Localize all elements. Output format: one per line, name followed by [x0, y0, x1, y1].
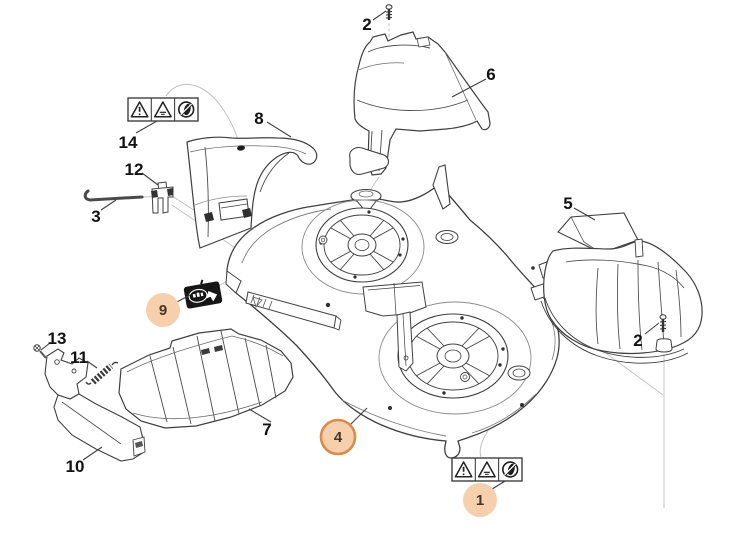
callout-4-hotspot[interactable]: 4 [319, 407, 368, 456]
callout-number: 7 [262, 420, 271, 439]
callout-leader-line [100, 199, 117, 211]
part-rod[interactable] [83, 189, 144, 202]
callout-number: 9 [159, 302, 167, 319]
callout-leader-line [573, 207, 596, 221]
safety-pictogram-label-14 [127, 97, 199, 122]
part-screw-right[interactable] [659, 314, 667, 332]
callout-5: 5 [563, 194, 596, 221]
callout-number: 12 [125, 160, 144, 179]
callout-leader-line [40, 342, 51, 351]
callout-number: 4 [334, 429, 343, 446]
callout-leader-line [372, 10, 387, 21]
callout-2-top: 2 [362, 10, 387, 34]
safety-pictogram-label-1 [451, 457, 523, 482]
callout-leader-line [451, 78, 487, 98]
callout-number: 3 [91, 207, 100, 226]
part-deck-housing[interactable] [225, 164, 560, 459]
callout-number: 2 [633, 331, 642, 350]
callout-number: 2 [362, 15, 371, 34]
callout-leader-line [248, 408, 272, 423]
callout-number: 8 [254, 109, 263, 128]
callout-14: 14 [119, 120, 158, 152]
callout-12: 12 [125, 160, 159, 186]
part-clip[interactable] [151, 181, 174, 214]
part-baffle-plate[interactable] [118, 328, 294, 429]
callout-1-hotspot[interactable]: 1 [463, 480, 506, 517]
callout-11: 11 [70, 348, 98, 369]
callout-6: 6 [451, 65, 496, 98]
callout-leader-line [135, 120, 158, 134]
part-spring[interactable] [85, 361, 119, 385]
callout-leader-line [644, 322, 660, 335]
callout-9-hotspot[interactable]: 9 [146, 293, 191, 327]
callout-leader-line [82, 446, 103, 461]
callout-highlight-circle [463, 483, 497, 517]
callout-highlight-circle [319, 418, 357, 456]
part-screw-top[interactable] [385, 4, 393, 20]
callout-number: 11 [70, 348, 88, 367]
callout-number: 6 [486, 65, 495, 84]
callout-13: 13 [40, 329, 67, 351]
instruction-decal[interactable] [183, 277, 223, 309]
part-guard-bracket[interactable] [44, 348, 146, 462]
callout-number: 1 [476, 492, 484, 509]
callout-8: 8 [254, 109, 292, 138]
callout-10: 10 [66, 446, 103, 476]
callout-7: 7 [248, 408, 272, 439]
callout-number: 14 [119, 133, 138, 152]
part-upper-cover[interactable] [349, 31, 491, 176]
callout-highlight-circle [146, 293, 180, 327]
callout-3: 3 [91, 199, 117, 226]
callout-leader-line [266, 121, 292, 138]
part-screw-small[interactable] [33, 344, 47, 359]
callout-number: 5 [563, 194, 572, 213]
callout-leader-line [141, 172, 159, 186]
callout-leader-line [347, 407, 368, 428]
part-deflector-chute[interactable] [186, 136, 318, 249]
callout-number: 13 [48, 329, 67, 348]
callout-leader-line [86, 360, 98, 369]
deck-mount-arm [432, 164, 451, 210]
callout-2-right: 2 [633, 322, 660, 350]
callout-number: 10 [66, 457, 85, 476]
